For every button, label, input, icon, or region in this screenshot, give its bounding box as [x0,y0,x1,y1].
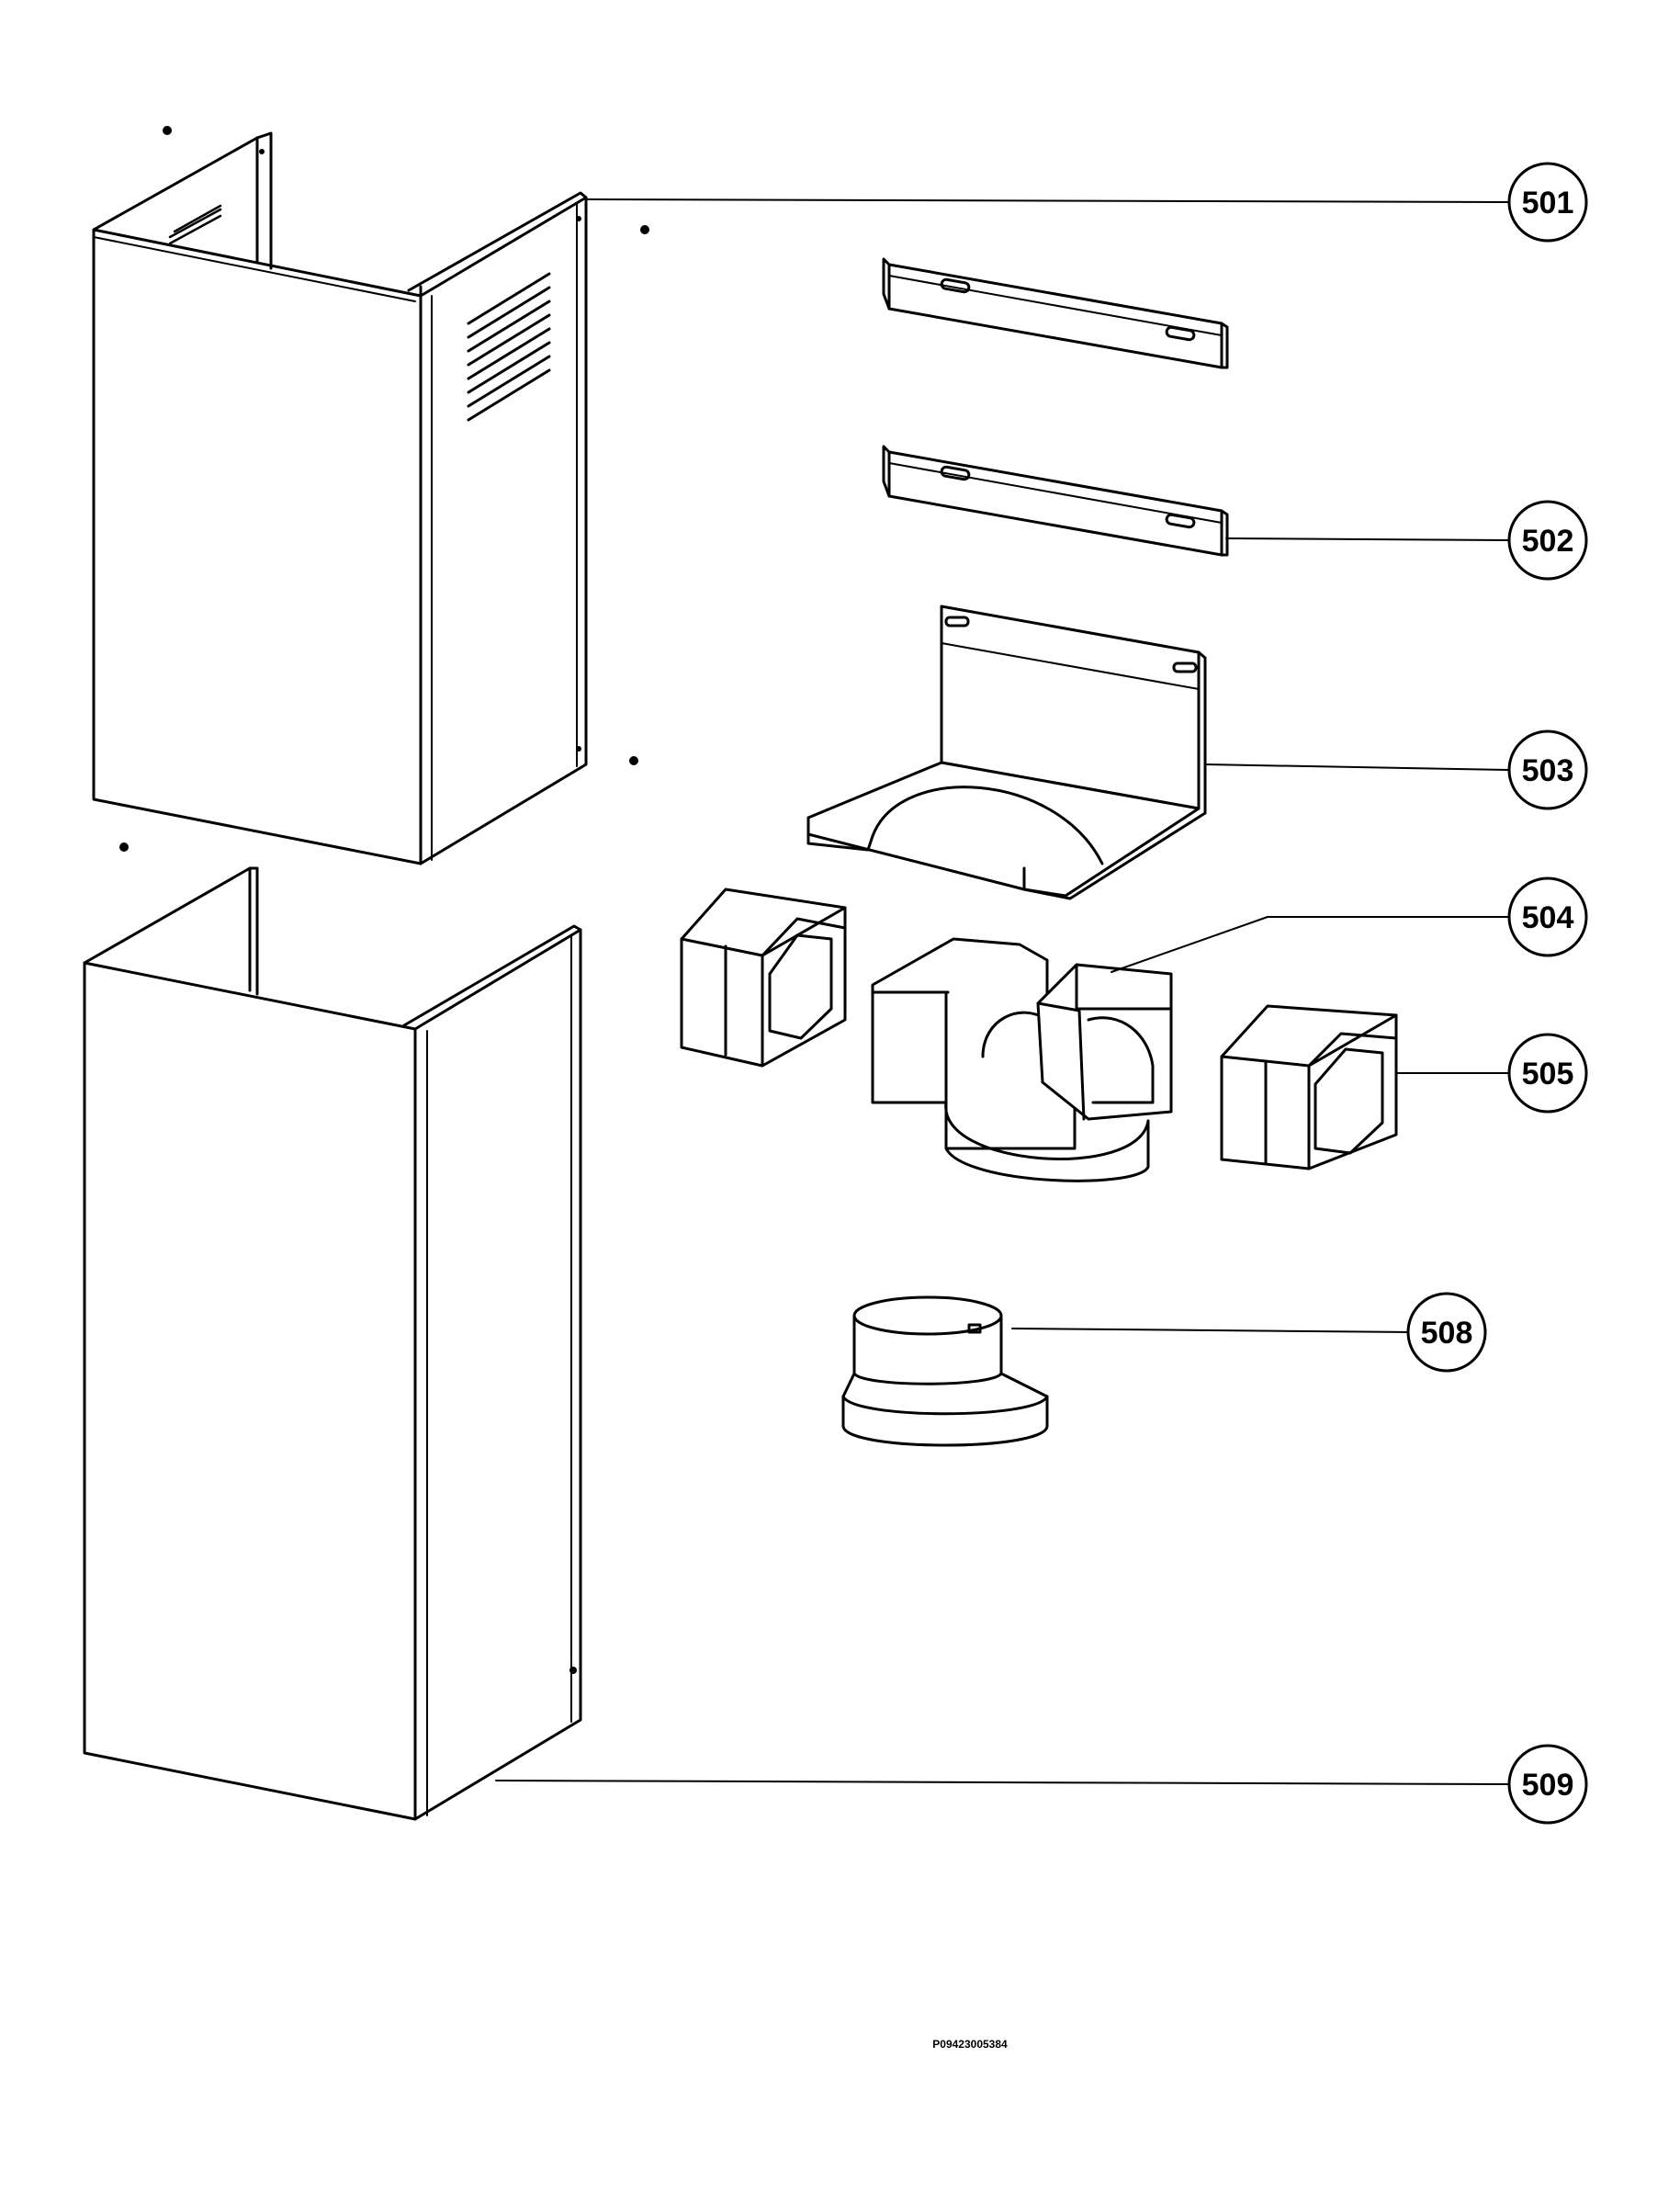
svg-text:504: 504 [1522,900,1574,935]
support-bracket-lower [882,445,1229,557]
callout-501: 501 [1507,162,1588,243]
svg-text:503: 503 [1522,753,1574,788]
svg-text:501: 501 [1522,186,1574,220]
callout-503: 503 [1507,729,1588,810]
callout-505: 505 [1507,1033,1588,1114]
mounting-plate [806,605,1207,900]
duct-elbow-right [1220,1004,1398,1170]
side-vent-grille [467,272,551,422]
callout-508: 508 [1406,1292,1487,1373]
svg-text:502: 502 [1522,524,1574,559]
upper-back-vents [168,204,222,245]
callout-504: 504 [1507,876,1588,957]
screw-icon [119,126,649,852]
leader-lines [495,198,1509,1785]
upper-chimney-cover [92,131,588,865]
drawing-code: P09423005384 [932,2038,1008,2051]
svg-text:509: 509 [1522,1768,1574,1803]
support-bracket-upper [882,257,1229,369]
duct-connector [871,937,1173,1182]
callout-502: 502 [1507,500,1588,581]
round-reducer [841,1295,1049,1447]
duct-elbow-left [680,888,847,1068]
callout-509: 509 [1507,1744,1588,1825]
lower-chimney-cover [83,866,582,1821]
svg-text:508: 508 [1421,1316,1473,1351]
svg-text:505: 505 [1522,1057,1574,1091]
